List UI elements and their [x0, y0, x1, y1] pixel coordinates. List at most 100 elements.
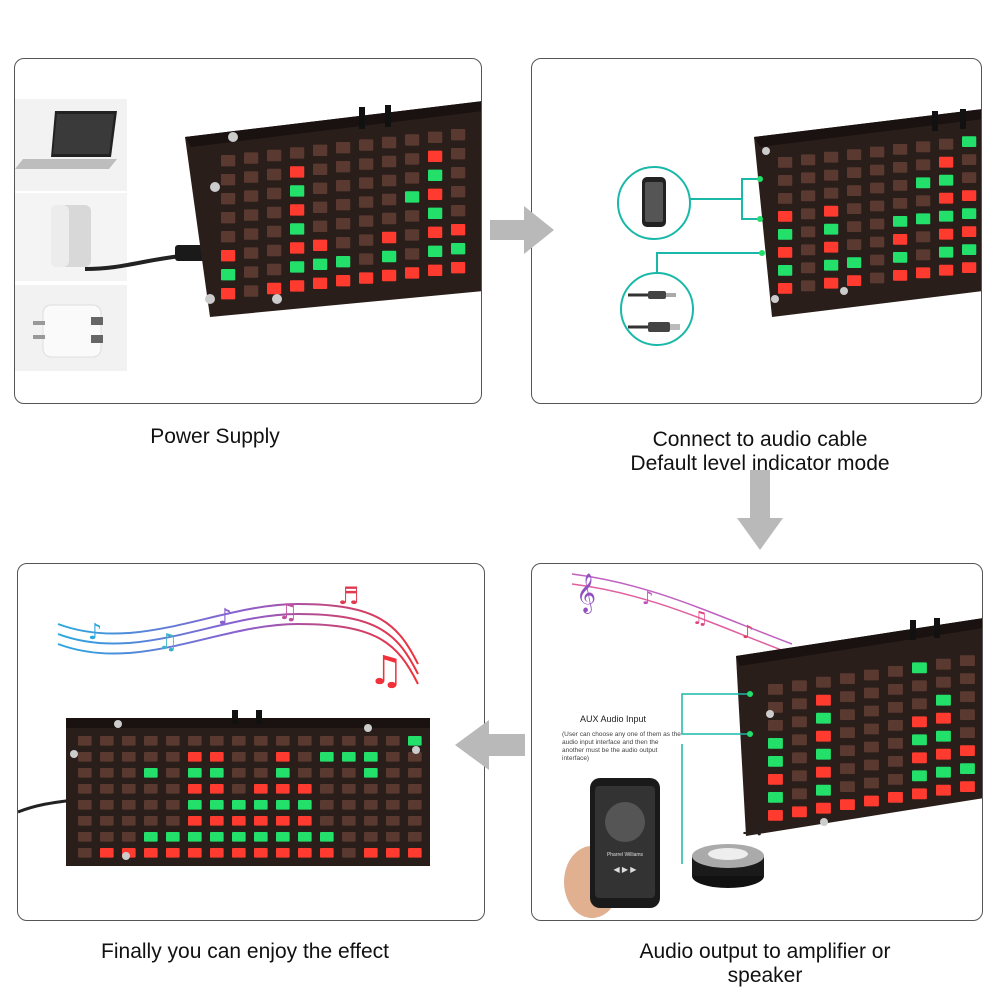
led-cell: [221, 269, 236, 281]
led-cell: [408, 784, 422, 794]
led-cell: [847, 167, 862, 178]
led-cell: [778, 193, 793, 204]
led-cell: [408, 752, 422, 762]
led-cell: [912, 680, 927, 692]
led-cell: [939, 228, 954, 240]
led-cell: [768, 684, 783, 695]
led-cell: [290, 261, 305, 273]
led-cell: [267, 225, 282, 238]
led-cell: [824, 187, 839, 199]
led-cell: [801, 262, 816, 274]
led-cell: [100, 800, 114, 810]
led-cell: [428, 188, 443, 200]
led-cell: [342, 736, 356, 746]
led-cell: [428, 131, 443, 143]
music-notes-icon: 𝄞 ♪ ♫ ♪: [571, 573, 793, 655]
led-cell: [298, 816, 312, 826]
led-cell: [847, 149, 862, 160]
led-cell: [276, 752, 290, 762]
led-cell: [405, 191, 420, 203]
led-cell: [364, 752, 378, 762]
led-cell: [893, 162, 908, 173]
led-cell: [816, 784, 831, 796]
led-cell: [364, 784, 378, 794]
led-cell: [816, 694, 831, 706]
led-cell: [342, 752, 356, 762]
led-cell: [778, 229, 793, 240]
led-cell: [824, 259, 839, 271]
led-cell: [78, 816, 92, 826]
led-cell: [276, 768, 290, 778]
led-cell: [244, 190, 259, 202]
led-cell: [824, 205, 839, 217]
led-cell: [386, 768, 400, 778]
led-cell: [816, 676, 831, 688]
led-cell: [210, 736, 224, 746]
led-cell: [916, 267, 931, 279]
led-cell: [792, 716, 807, 728]
led-cell: [144, 768, 158, 778]
led-cell: [405, 248, 420, 260]
led-cell: [122, 752, 136, 762]
led-cell: [428, 226, 443, 238]
led-cell: [888, 702, 903, 713]
svg-text:◀ ▶ ▶: ◀ ▶ ▶: [614, 865, 638, 874]
led-cell: [847, 275, 862, 286]
led-cell: [313, 201, 328, 213]
led-cell: [313, 258, 328, 270]
led-cell: [801, 280, 816, 292]
led-cell: [276, 800, 290, 810]
led-cell: [768, 792, 783, 803]
led-cell: [870, 218, 885, 230]
led-cell: [382, 155, 397, 168]
led-cell: [188, 800, 202, 810]
led-cell: [864, 795, 879, 807]
led-cell: [962, 154, 977, 165]
led-cell: [408, 768, 422, 778]
led-cell: [816, 802, 831, 814]
led-cell: [960, 691, 975, 702]
led-cell: [936, 784, 951, 796]
led-cell: [290, 166, 305, 178]
led-cell: [313, 277, 328, 289]
led-cell: [244, 171, 259, 183]
led-cell: [428, 169, 443, 181]
led-cell: [276, 736, 290, 746]
led-cell: [962, 208, 977, 219]
led-cell: [290, 204, 305, 216]
led-cell: [364, 848, 378, 858]
led-cell: [801, 208, 816, 220]
led-cell: [451, 224, 466, 236]
led-cell: [962, 244, 977, 255]
led-cell: [122, 816, 136, 826]
led-cell: [840, 745, 855, 756]
led-cell: [276, 816, 290, 826]
led-cell: [78, 832, 92, 842]
phone-icon: Pharrel Williams ◀ ▶ ▶: [564, 778, 660, 918]
led-cell: [916, 159, 931, 171]
led-cell: [916, 177, 931, 189]
led-cell: [888, 738, 903, 749]
led-cell: [290, 185, 305, 197]
led-cell: [100, 752, 114, 762]
led-cell: [122, 768, 136, 778]
led-cell: [936, 766, 951, 778]
led-cell: [847, 239, 862, 250]
led-cell: [382, 193, 397, 206]
led-cell: [451, 129, 466, 141]
led-cell: [210, 768, 224, 778]
led-cell: [405, 153, 420, 165]
led-cell: [100, 736, 114, 746]
led-cell: [144, 784, 158, 794]
led-cell: [290, 280, 305, 292]
led-cell: [100, 816, 114, 826]
led-cell: [768, 702, 783, 713]
led-cell: [840, 673, 855, 684]
led-cell: [939, 138, 954, 150]
led-cell: [870, 236, 885, 248]
led-cell: [188, 736, 202, 746]
led-cell: [267, 187, 282, 200]
led-cell: [254, 784, 268, 794]
led-cell: [244, 152, 259, 164]
led-cell: [451, 186, 466, 198]
